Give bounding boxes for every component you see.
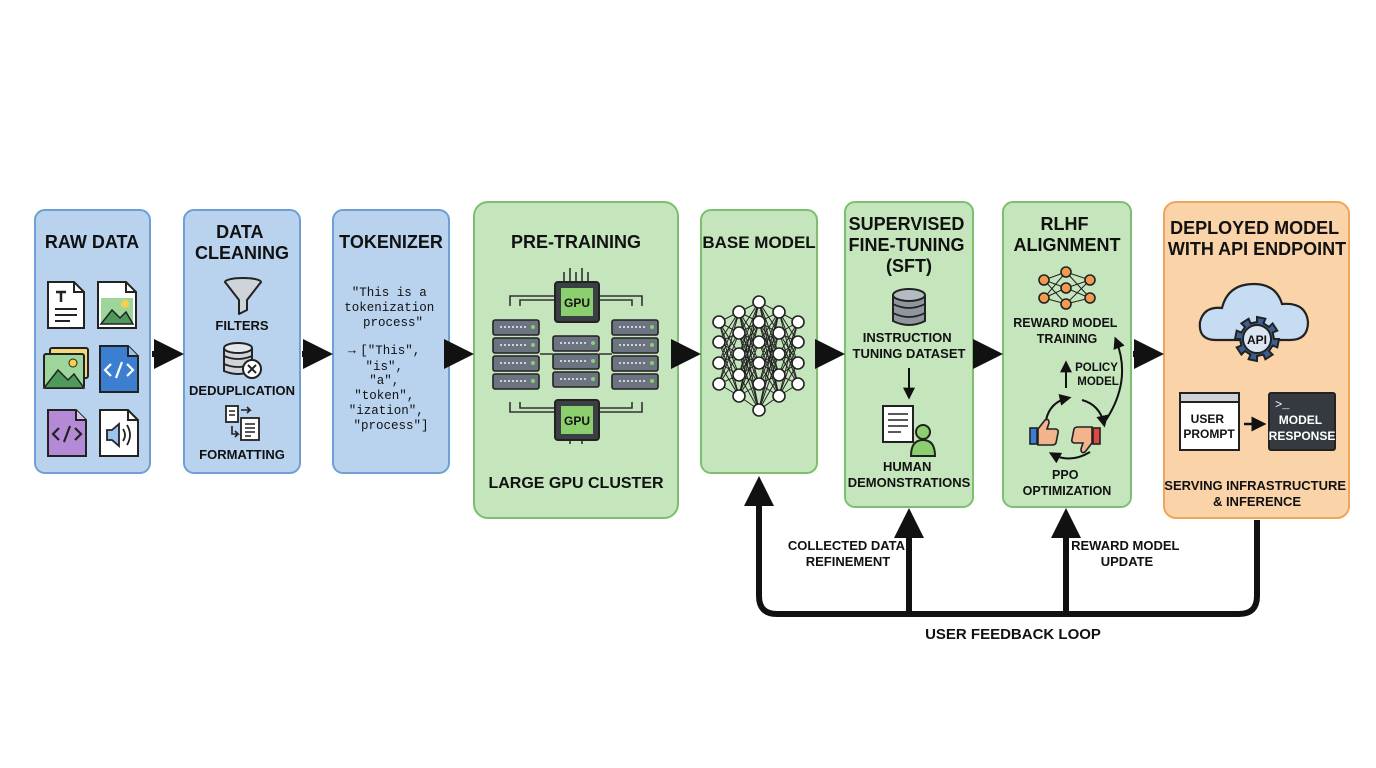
svg-text:GPU: GPU [564,296,590,310]
instruction-dataset-label: INSTRUCTION TUNING DATASET [853,330,966,361]
gpu-cluster-illustration: GPU GPU [492,268,659,444]
collected-data-label: COLLECTED DATA REFINEMENT [788,538,908,569]
cloud-api-icon: API [1198,282,1310,363]
pre-training-title: PRE-TRAINING [511,232,641,252]
tokenizer-arrow: → [348,343,356,358]
svg-text:GPU: GPU [564,414,590,428]
api-label: API [1247,333,1267,347]
code-file-purple-icon [47,409,87,457]
filters-label: FILTERS [215,318,269,333]
policy-model-label: POLICY MODEL [1075,362,1121,388]
human-demonstrations-label: HUMAN DEMONSTRATIONS [848,459,971,490]
audio-file-icon [99,409,139,457]
neural-network-icon [712,295,805,417]
deduplication-label: DEDUPLICATION [189,383,295,398]
server-rack-left [492,319,540,390]
server-rack-right [611,319,659,390]
code-file-blue-icon [99,345,139,393]
ppo-cycle-arrows [1045,393,1109,464]
formatting-icon [225,405,260,441]
thumbs-up-icon [1029,418,1060,446]
data-cleaning-title: DATA CLEANING [195,222,289,263]
gpu-chip-bottom: GPU [554,399,600,441]
dataset-database-icon [892,288,926,326]
ppo-optimization-label: PPO OPTIMIZATION [1023,468,1112,498]
user-prompt-window: USER PROMPT [1179,392,1240,451]
user-feedback-loop-label: USER FEEDBACK LOOP [925,626,1101,643]
raw-data-box [34,209,151,474]
tokenizer-output-text: ["This", "is", "a", "token", "ization", … [349,344,432,433]
human-demonstration-icon [882,405,937,457]
thumbs-down-icon [1070,426,1101,454]
document-text-icon [47,281,85,329]
model-response-label: MODEL RESPONSE [1269,413,1336,443]
gpu-cluster-caption: LARGE GPU CLUSTER [488,475,664,492]
reward-update-label: REWARD MODEL UPDATE [1071,538,1183,569]
deployed-title: DEPLOYED MODEL WITH API ENDPOINT [1168,218,1346,259]
serving-caption: SERVING INFRASTRUCTURE & INFERENCE [1164,478,1349,509]
gpu-chip-top: GPU [554,281,600,323]
terminal-prompt-glyph: >_ [1275,398,1290,412]
raw-data-title: RAW DATA [45,232,139,252]
formatting-label: FORMATTING [199,447,285,462]
rlhf-title: RLHF ALIGNMENT [1014,214,1121,255]
database-dedup-icon [223,342,262,379]
feedback-loop [744,476,1260,617]
feedback-line [744,476,1260,617]
data-cleaning-box [183,209,301,474]
funnel-icon [224,277,262,315]
tokenizer-title: TOKENIZER [339,232,443,252]
reward-model-training-label: REWARD MODEL TRAINING [1013,316,1120,346]
model-response-terminal: >_ MODEL RESPONSE [1268,392,1336,451]
tokenizer-input-text: "This is a tokenization process" [344,286,442,330]
policy-curve-arrow [1105,336,1125,421]
image-file-icon [97,281,137,329]
server-rack-center [552,335,600,388]
sft-title: SUPERVISED FINE-TUNING (SFT) [848,214,969,276]
photos-icon [42,347,89,389]
reward-network-icon [1038,266,1096,310]
base-model-title: BASE MODEL [702,233,815,252]
user-prompt-label: USER PROMPT [1183,412,1235,441]
